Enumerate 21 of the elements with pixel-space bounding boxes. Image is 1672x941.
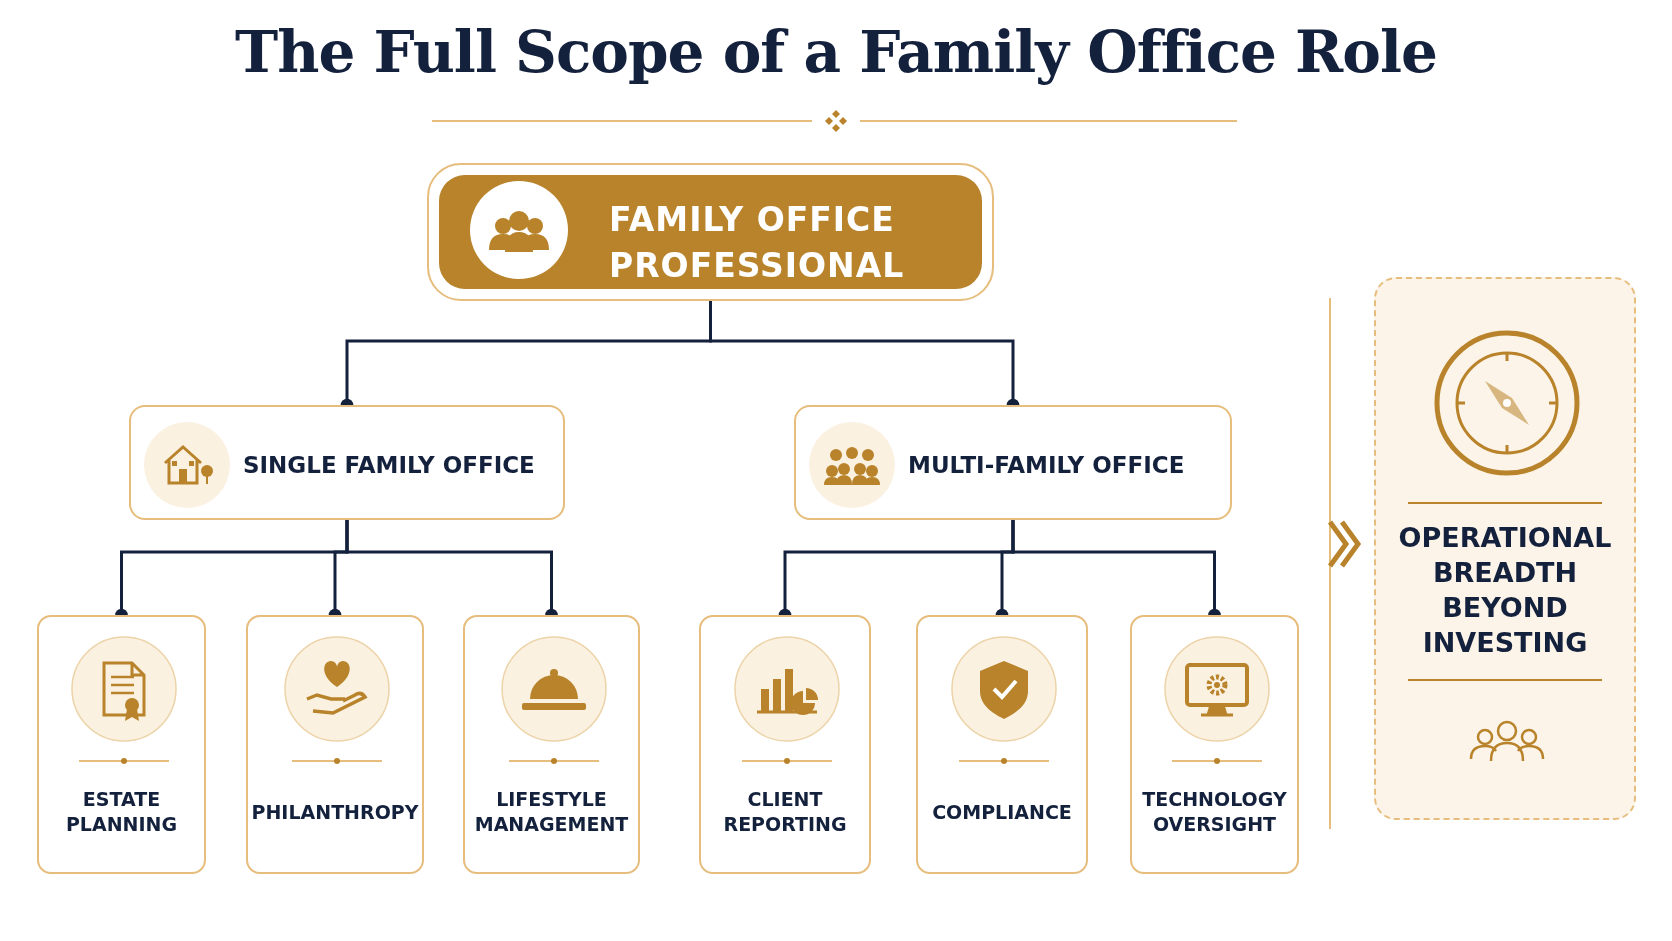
- node-label: OPERATIONAL BREADTH BEYOND INVESTING: [1397, 521, 1613, 660]
- duty-card: [37, 615, 206, 874]
- node-label: ESTATE PLANNING: [64, 787, 179, 837]
- node-label: FAMILY OFFICE PROFESSIONAL: [609, 199, 906, 287]
- title: The Full Scope of a Family Office Role: [235, 18, 1437, 86]
- duty-card: [1130, 615, 1299, 874]
- node-label: CLIENT REPORTING: [722, 787, 848, 837]
- node-label: MULTI-FAMILY OFFICE: [908, 450, 1186, 480]
- highlight-panel: [1374, 277, 1636, 820]
- node-label: COMPLIANCE: [931, 799, 1073, 825]
- duty-card: [246, 615, 424, 874]
- duty-card: [916, 615, 1088, 874]
- node-label: LIFESTYLE MANAGEMENT: [473, 787, 630, 837]
- node-label: TECHNOLOGY OVERSIGHT: [1141, 787, 1288, 837]
- node-label: SINGLE FAMILY OFFICE: [243, 450, 536, 480]
- category-box: [129, 405, 565, 520]
- node-label: PHILANTHROPY: [252, 799, 418, 825]
- role-card: [427, 163, 994, 301]
- duty-card: [699, 615, 871, 874]
- category-box: [794, 405, 1232, 520]
- duty-card: [463, 615, 640, 874]
